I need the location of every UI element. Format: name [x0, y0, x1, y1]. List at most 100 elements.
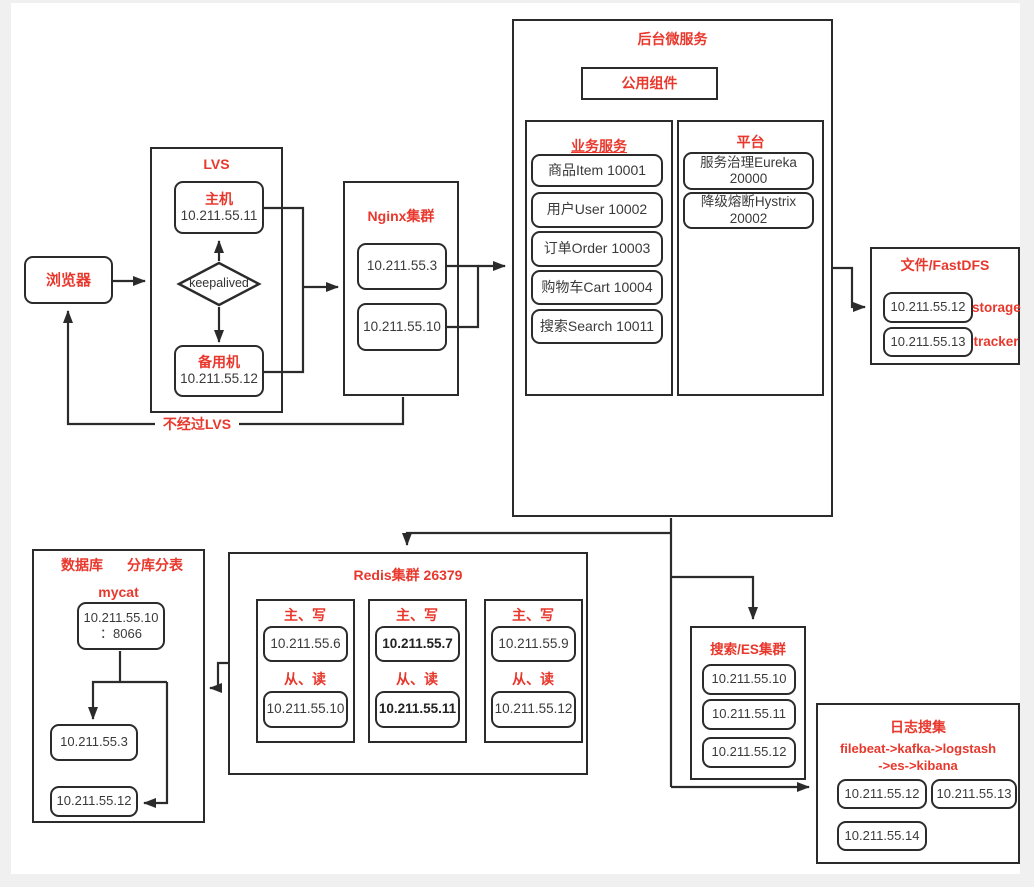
- db-shard-2-ip: 10.211.55.12: [56, 793, 132, 809]
- redis-shard-3: 主、写 10.211.55.9 从、读 10.211.55.12: [484, 599, 583, 743]
- mycat-proxy-port: ：8066: [100, 626, 142, 641]
- redis-group: [228, 552, 588, 775]
- hystrix-label: 降级熔断Hystrix: [700, 194, 797, 210]
- platform-title: 平台: [736, 134, 765, 150]
- database-group: [32, 549, 205, 823]
- nginx-group: [343, 181, 459, 396]
- lvs-master-node: 主机 10.211.55.11: [174, 181, 264, 234]
- platform-node-hystrix: 降级熔断Hystrix 20002: [683, 192, 814, 229]
- platform-node-eureka: 服务治理Eureka 20000: [683, 152, 814, 190]
- keepalived-label: keepalived: [189, 276, 249, 290]
- lvs-backup-ip: 10.211.55.12: [180, 371, 258, 387]
- es-node-1-ip: 10.211.55.10: [711, 671, 787, 687]
- redis-master-node-3: 10.211.55.9: [491, 626, 576, 662]
- service-node-item: 商品Item 10001: [531, 154, 663, 187]
- logs-title: 日志搜集: [890, 719, 946, 735]
- logs-node-3: 10.211.55.14: [837, 821, 927, 851]
- sharding-title: 分库分表: [127, 557, 183, 573]
- es-node-2-ip: 10.211.55.11: [712, 706, 786, 722]
- logs-pipeline: filebeat->kafka->logstash ->es->kibana: [816, 741, 1020, 775]
- nginx-node-1-ip: 10.211.55.3: [366, 258, 438, 274]
- lvs-group: [150, 147, 283, 413]
- redis-master-label: 主、写: [512, 607, 554, 623]
- service-user-label: 用户User 10002: [546, 201, 648, 218]
- logs-node-3-ip: 10.211.55.14: [844, 827, 920, 843]
- fastdfs-tracker-node: 10.211.55.13: [883, 327, 973, 357]
- fastdfs-storage-ip: 10.211.55.12: [890, 299, 966, 315]
- nginx-node-2-ip: 10.211.55.10: [363, 318, 441, 334]
- bypass-lvs-label: 不经过LVS: [155, 416, 239, 433]
- mycat-proxy-node: 10.211.55.10 ：8066: [77, 602, 165, 650]
- lvs-backup-node: 备用机 10.211.55.12: [174, 345, 264, 397]
- fastdfs-storage-node: 10.211.55.12: [883, 292, 973, 323]
- redis-slave-label: 从、读: [396, 671, 438, 687]
- redis-shard-2: 主、写 10.211.55.7 从、读 10.211.55.11: [368, 599, 467, 743]
- es-title: 搜索/ES集群: [710, 642, 786, 657]
- lvs-master-label: 主机: [205, 190, 233, 207]
- eureka-port: 20000: [729, 171, 768, 186]
- logs-group: [816, 703, 1020, 864]
- es-group: [690, 626, 806, 780]
- hystrix-port: 20002: [729, 210, 768, 226]
- business-services-group: [525, 120, 673, 396]
- service-order-label: 订单Order 10003: [543, 240, 651, 257]
- redis-slave-node-2: 10.211.55.11: [375, 691, 460, 728]
- service-node-user: 用户User 10002: [531, 192, 663, 228]
- redis-master-2-ip: 10.211.55.7: [382, 635, 453, 651]
- logs-node-1-ip: 10.211.55.12: [844, 785, 920, 801]
- browser-node: 浏览器: [24, 256, 113, 304]
- service-node-cart: 购物车Cart 10004: [531, 270, 663, 305]
- lvs-master-ip: 10.211.55.11: [180, 207, 258, 223]
- es-node-3: 10.211.55.12: [702, 737, 796, 768]
- logs-pipeline-line2: ->es->kibana: [878, 757, 958, 773]
- redis-slave-3-ip: 10.211.55.12: [494, 701, 573, 717]
- redis-slave-label: 从、读: [512, 671, 554, 687]
- service-cart-label: 购物车Cart 10004: [541, 278, 653, 295]
- logs-node-2-ip: 10.211.55.13: [936, 785, 1012, 801]
- logs-node-1: 10.211.55.12: [837, 779, 927, 809]
- platform-group: [677, 120, 824, 396]
- es-node-2: 10.211.55.11: [702, 699, 796, 730]
- nginx-node-1: 10.211.55.3: [357, 243, 447, 290]
- browser-label: 浏览器: [45, 271, 91, 289]
- redis-slave-2-ip: 10.211.55.11: [378, 701, 457, 717]
- fastdfs-tracker-ip: 10.211.55.13: [890, 333, 966, 349]
- redis-master-node-2: 10.211.55.7: [375, 626, 460, 662]
- service-node-search: 搜索Search 10011: [531, 309, 663, 344]
- db-shard-node-1: 10.211.55.3: [50, 724, 138, 761]
- service-search-label: 搜索Search 10011: [539, 317, 655, 334]
- common-components-box: 公用组件: [581, 67, 718, 100]
- redis-slave-node-1: 10.211.55.10: [263, 691, 348, 728]
- redis-master-3-ip: 10.211.55.9: [498, 635, 569, 651]
- common-components-label: 公用组件: [621, 75, 678, 91]
- service-item-label: 商品Item 10001: [547, 161, 647, 178]
- lvs-title: LVS: [203, 156, 230, 172]
- fastdfs-tracker-role: tracker: [973, 334, 1019, 349]
- es-node-3-ip: 10.211.55.12: [711, 744, 787, 760]
- es-node-1: 10.211.55.10: [702, 664, 796, 695]
- redis-master-label: 主、写: [284, 607, 326, 623]
- eureka-label: 服务治理Eureka: [700, 154, 797, 170]
- logs-pipeline-line1: filebeat->kafka->logstash: [839, 741, 997, 756]
- logs-node-2: 10.211.55.13: [931, 779, 1017, 809]
- redis-master-node-1: 10.211.55.6: [263, 626, 348, 662]
- mycat-proxy-ip: 10.211.55.10: [83, 609, 159, 625]
- nginx-title: Nginx集群: [367, 208, 435, 224]
- redis-slave-1-ip: 10.211.55.10: [266, 701, 345, 717]
- nginx-node-2: 10.211.55.10: [357, 303, 447, 351]
- fastdfs-title: 文件/FastDFS: [900, 257, 990, 273]
- lvs-backup-label: 备用机: [198, 354, 240, 371]
- backend-group: [512, 19, 833, 517]
- mycat-title: mycat: [98, 584, 139, 600]
- service-node-order: 订单Order 10003: [531, 231, 663, 267]
- redis-shard-1: 主、写 10.211.55.6 从、读 10.211.55.10: [256, 599, 355, 743]
- redis-master-1-ip: 10.211.55.6: [270, 635, 341, 651]
- redis-master-label: 主、写: [396, 607, 438, 623]
- business-services-title: 业务服务: [571, 138, 627, 154]
- database-title: 数据库: [61, 557, 103, 573]
- fastdfs-storage-role: storage: [972, 300, 1021, 315]
- redis-slave-node-3: 10.211.55.12: [491, 691, 576, 728]
- fastdfs-group: [870, 247, 1020, 365]
- db-shard-node-2: 10.211.55.12: [50, 786, 138, 817]
